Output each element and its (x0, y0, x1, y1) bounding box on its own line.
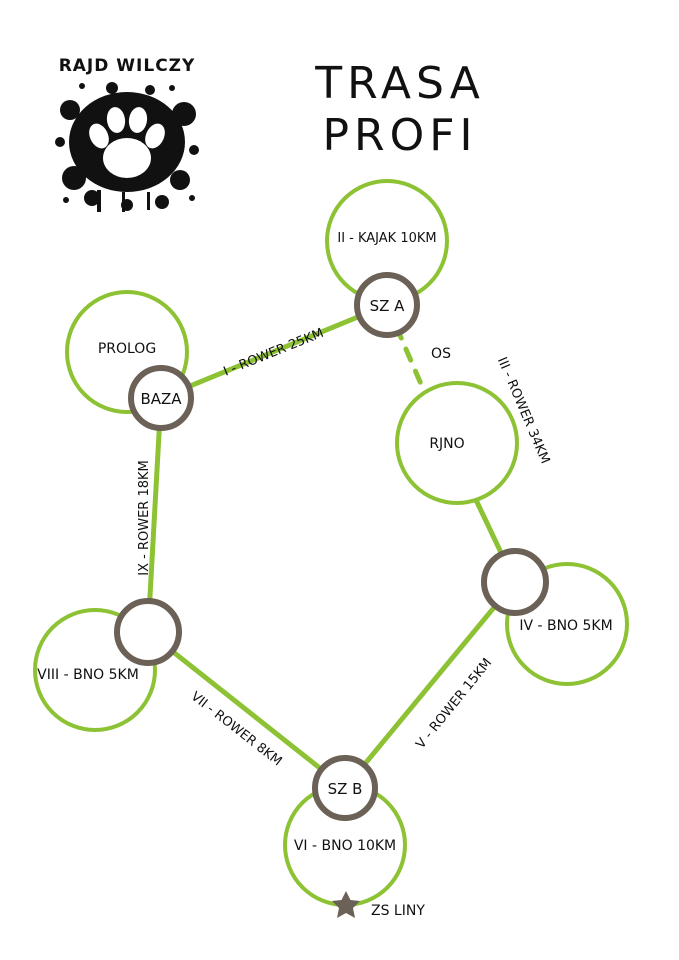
route-line-5 (342, 579, 518, 791)
label-bno-viii: VIII - BNO 5KM (37, 667, 139, 683)
checkpoint-baza (128, 365, 194, 431)
checkpoint-sz-b (312, 755, 378, 821)
logo: RAJD WILCZY (52, 52, 202, 217)
star-icon (332, 891, 360, 918)
label-leg-9: IX - ROWER 18KM (137, 460, 152, 575)
page-title: TRASA PROFI (300, 58, 500, 162)
label-bno-iv: IV - BNO 5KM (519, 618, 612, 634)
area-rjno (395, 381, 519, 505)
label-kajak: II - KAJAK 10KM (337, 231, 436, 246)
logo-text: RAJD WILCZY (58, 56, 196, 76)
wolf-paw-icon (55, 82, 199, 212)
checkpoint-viii (114, 598, 182, 666)
label-os: OS (431, 346, 451, 362)
label-sz-b: SZ B (328, 780, 363, 798)
label-baza: BAZA (140, 390, 182, 408)
label-prolog: PROLOG (98, 341, 156, 357)
route-line-1 (158, 302, 390, 401)
checkpoint-iv (481, 548, 549, 616)
label-finish: ZS LINY (371, 903, 425, 919)
route-line-7 (145, 629, 348, 791)
title-line-2: PROFI (322, 110, 478, 161)
label-sz-a: SZ A (370, 297, 406, 315)
route-line-9 (145, 395, 164, 635)
label-rjno: RJNO (429, 436, 464, 452)
label-bno-vi: VI - BNO 10KM (294, 838, 396, 854)
label-leg-1: I - ROWER 25KM (221, 326, 325, 380)
checkpoint-sz-a (354, 272, 420, 338)
title-line-1: TRASA (315, 58, 485, 109)
label-leg-5: V - ROWER 15KM (413, 656, 495, 752)
route-line-os (384, 302, 430, 401)
